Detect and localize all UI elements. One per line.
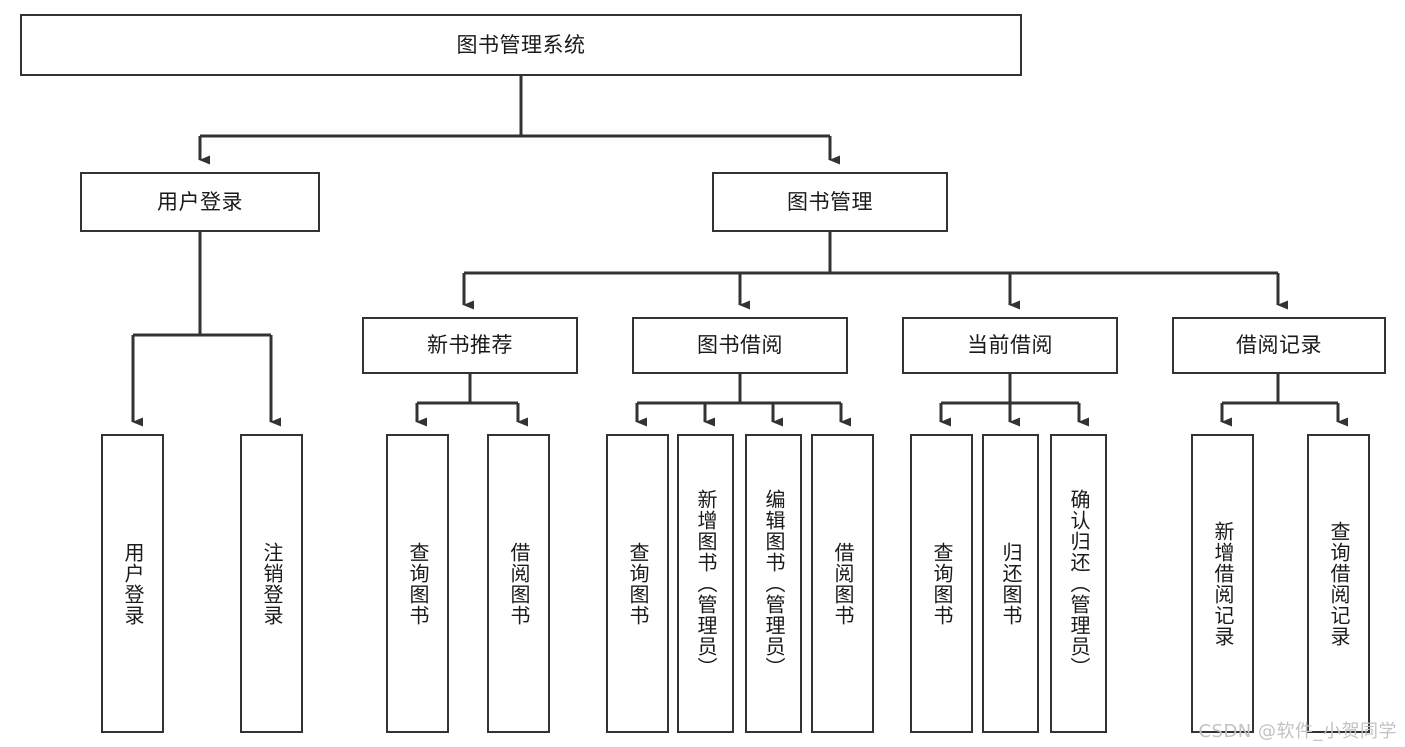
node-label: 确认归还（管理员） bbox=[1067, 489, 1091, 678]
node-current-borrowing[interactable]: 当前借阅 bbox=[902, 317, 1118, 374]
node-label: 图书管理系统 bbox=[456, 32, 586, 57]
node-leaf-query-borrow-record[interactable]: 查询借阅记录 bbox=[1307, 434, 1370, 733]
node-book-management[interactable]: 图书管理 bbox=[712, 172, 948, 232]
node-label: 查询借阅记录 bbox=[1327, 520, 1351, 647]
node-label: 借阅图书 bbox=[831, 541, 855, 626]
node-leaf-borrow-books-recommend[interactable]: 借阅图书 bbox=[487, 434, 550, 733]
node-label: 用户登录 bbox=[121, 541, 145, 626]
node-label: 查询图书 bbox=[406, 541, 430, 626]
node-label: 编辑图书（管理员） bbox=[762, 489, 786, 678]
node-label: 新增借阅记录 bbox=[1211, 520, 1235, 647]
node-leaf-add-book-admin[interactable]: 新增图书（管理员） bbox=[677, 434, 734, 733]
node-leaf-query-books-borrow[interactable]: 查询图书 bbox=[606, 434, 669, 733]
watermark-text: CSDN @软件_小贺同学 bbox=[1198, 721, 1397, 742]
node-new-book-recommendation[interactable]: 新书推荐 bbox=[362, 317, 578, 374]
node-label: 借阅记录 bbox=[1236, 333, 1322, 358]
node-label: 注销登录 bbox=[260, 541, 284, 626]
node-borrowing-records[interactable]: 借阅记录 bbox=[1172, 317, 1386, 374]
node-book-management-system[interactable]: 图书管理系统 bbox=[20, 14, 1022, 76]
node-leaf-edit-book-admin[interactable]: 编辑图书（管理员） bbox=[745, 434, 802, 733]
node-label: 新增图书（管理员） bbox=[694, 489, 718, 678]
node-user-login[interactable]: 用户登录 bbox=[80, 172, 320, 232]
node-leaf-return-books[interactable]: 归还图书 bbox=[982, 434, 1039, 733]
node-label: 图书管理 bbox=[787, 189, 873, 214]
node-label: 查询图书 bbox=[626, 541, 650, 626]
node-label: 当前借阅 bbox=[967, 333, 1053, 358]
node-leaf-add-borrow-record[interactable]: 新增借阅记录 bbox=[1191, 434, 1254, 733]
node-label: 图书借阅 bbox=[697, 333, 783, 358]
node-label: 借阅图书 bbox=[507, 541, 531, 626]
node-leaf-confirm-return-admin[interactable]: 确认归还（管理员） bbox=[1050, 434, 1107, 733]
node-leaf-query-books-recommend[interactable]: 查询图书 bbox=[386, 434, 449, 733]
node-leaf-logout[interactable]: 注销登录 bbox=[240, 434, 303, 733]
node-label: 新书推荐 bbox=[427, 333, 513, 358]
node-leaf-borrow-books[interactable]: 借阅图书 bbox=[811, 434, 874, 733]
node-label: 查询图书 bbox=[930, 541, 954, 626]
node-label: 归还图书 bbox=[999, 541, 1023, 626]
node-book-borrowing[interactable]: 图书借阅 bbox=[632, 317, 848, 374]
node-leaf-user-login[interactable]: 用户登录 bbox=[101, 434, 164, 733]
node-leaf-query-books-current[interactable]: 查询图书 bbox=[910, 434, 973, 733]
node-label: 用户登录 bbox=[157, 189, 243, 214]
